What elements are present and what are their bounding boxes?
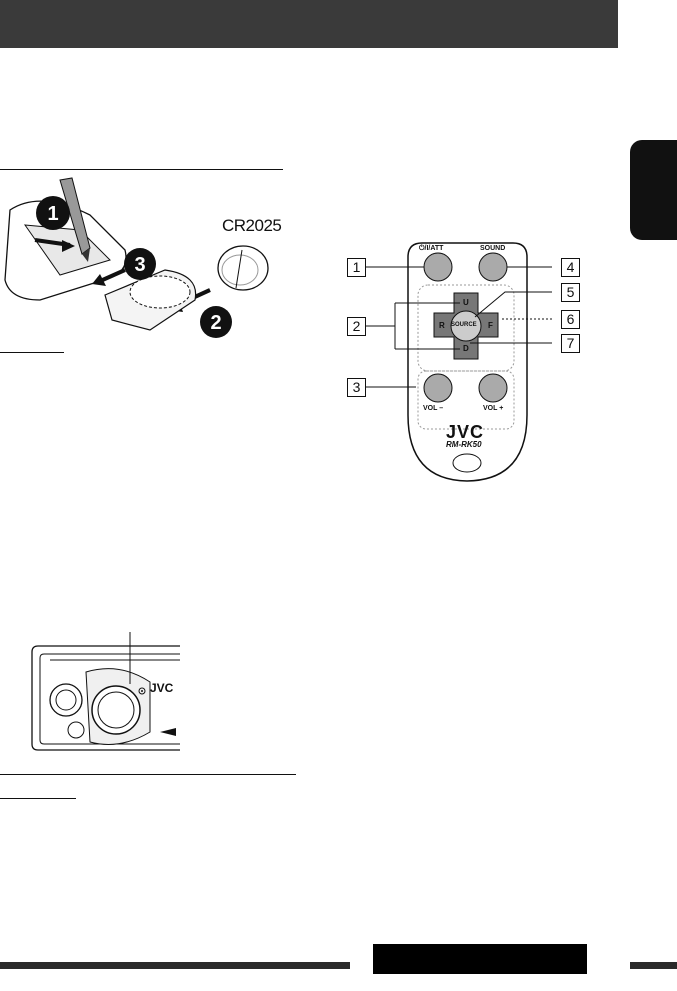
reset-hole: [138, 687, 146, 695]
head-unit-inner-frame: [39, 653, 180, 745]
eject-mark: [160, 728, 176, 736]
remote-bottom-oval: [452, 453, 482, 473]
language-tab: [630, 140, 677, 240]
leader-5: [474, 291, 552, 318]
step-3-circle: [124, 248, 156, 280]
sound-button-shape: [478, 252, 508, 282]
step-1-circle: [36, 196, 70, 230]
callout-6: 6: [561, 310, 580, 329]
left-knob: [49, 683, 83, 717]
head-unit-brand-logo: JVC: [150, 681, 174, 695]
footer-bar-right: [630, 962, 677, 969]
tray-coin-outline: [129, 275, 191, 309]
remote-control-illustration: [365, 242, 552, 482]
callout-7: 7: [561, 334, 580, 353]
step-3-number: 3: [134, 254, 145, 276]
head-unit-illustration: [31, 632, 180, 751]
dpad-frame: [417, 284, 515, 372]
step-2-number: 2: [210, 312, 221, 334]
left-knob-inner: [55, 689, 77, 711]
battery-slot-shape: [23, 224, 111, 276]
volume-frame: [417, 370, 515, 430]
vol-minus-label: VOL –: [423, 405, 444, 412]
vol-plus-button-shape: [478, 373, 508, 403]
section-rule-bottom: [0, 774, 296, 775]
step-1-number: 1: [47, 203, 58, 225]
callout-4: 4: [561, 258, 580, 277]
vol-plus-label: VOL +: [483, 405, 504, 412]
battery-model-label: CR2025: [222, 216, 282, 235]
callout-2: 2: [347, 317, 366, 336]
callout-3: 3: [347, 378, 366, 397]
callout-1: 1: [347, 258, 366, 277]
battery-leader-line: [235, 249, 243, 289]
reset-hole-dot: [141, 690, 143, 692]
page-header-bar: [0, 0, 618, 48]
remote-model-label: RM-RK50: [446, 440, 482, 449]
arrow-1-head: [62, 240, 75, 252]
section-rule-top: [0, 169, 283, 170]
main-volume-knob-inner: [97, 691, 135, 729]
left-label: R: [439, 321, 445, 330]
source-label: SOURCE: [451, 322, 477, 328]
callout-5: 5: [561, 283, 580, 302]
right-label: F: [488, 321, 493, 330]
small-button: [67, 721, 85, 739]
power-att-button-shape: [423, 252, 453, 282]
power-att-label: ⏻/I/ATT: [419, 245, 444, 252]
up-label: U: [463, 298, 469, 307]
leader-2-bracket: [394, 302, 460, 350]
arrow-3-head: [92, 274, 106, 286]
caption-rule-1: [0, 352, 64, 353]
caption-rule-2: [0, 798, 76, 799]
pen-tip: [82, 248, 90, 262]
coin-battery-shape: [217, 245, 269, 291]
down-label: D: [463, 344, 469, 353]
step-2-circle: [200, 306, 232, 338]
vol-minus-button-shape: [423, 373, 453, 403]
battery-replacement-illustration: 1 3 2: [4, 177, 269, 338]
main-volume-knob: [91, 685, 141, 735]
page-number-box: [373, 944, 587, 974]
coin-battery-inner: [221, 254, 259, 286]
sound-label: SOUND: [480, 245, 506, 252]
remote-brand-logo: JVC: [446, 422, 485, 442]
source-button-shape: [450, 310, 482, 342]
footer-bar-left: [0, 962, 350, 969]
